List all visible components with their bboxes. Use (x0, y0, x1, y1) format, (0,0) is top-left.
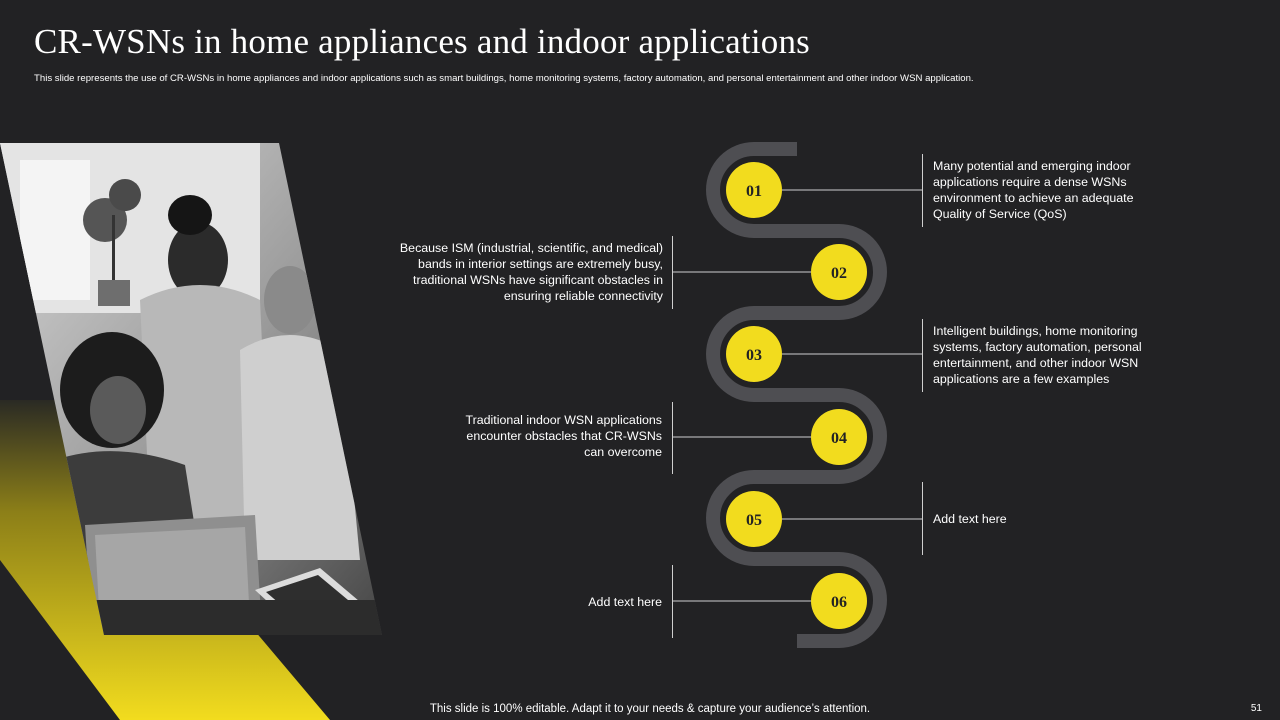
slide-subtitle: This slide represents the use of CR-WSNs… (34, 73, 974, 84)
step-text-02: Because ISM (industrial, scientific, and… (399, 241, 663, 303)
step-text-03: Intelligent buildings, home monitoring s… (933, 324, 1142, 386)
step-circle-05: 05 (726, 491, 782, 547)
step-number-03: 03 (746, 347, 762, 364)
footer-text: This slide is 100% editable. Adapt it to… (429, 703, 871, 715)
step-number-05: 05 (746, 512, 762, 529)
step-circle-04: 04 (811, 409, 867, 465)
step-circle-02: 02 (811, 244, 867, 300)
slide-title: CR-WSNs in home appliances and indoor ap… (34, 22, 810, 61)
bracket-04 (672, 402, 673, 474)
page-number: 51 (1250, 703, 1262, 714)
step-text-06: Add text here (588, 595, 662, 609)
footer-note: This slide is 100% editable. Adapt it to… (0, 703, 1280, 715)
bracket-01 (922, 154, 923, 227)
bracket-02 (672, 236, 673, 309)
team-at-laptop-photo-icon (0, 143, 382, 720)
step-circle-01: 01 (726, 162, 782, 218)
step-circle-06: 06 (811, 573, 867, 629)
step-text-01: Many potential and emerging indoor appli… (933, 159, 1134, 221)
bracket-03 (922, 319, 923, 392)
step-circle-03: 03 (726, 326, 782, 382)
step-text-05: Add text here (933, 512, 1007, 526)
bracket-06 (672, 565, 673, 638)
serpentine-path (706, 142, 887, 648)
photo-panel (0, 0, 420, 720)
step-number-01: 01 (746, 183, 762, 200)
step-text-04: Traditional indoor WSN applications enco… (465, 413, 662, 459)
bracket-05 (922, 482, 923, 555)
step-number-04: 04 (831, 430, 847, 447)
step-number-02: 02 (831, 265, 847, 282)
step-number-06: 06 (831, 594, 847, 611)
